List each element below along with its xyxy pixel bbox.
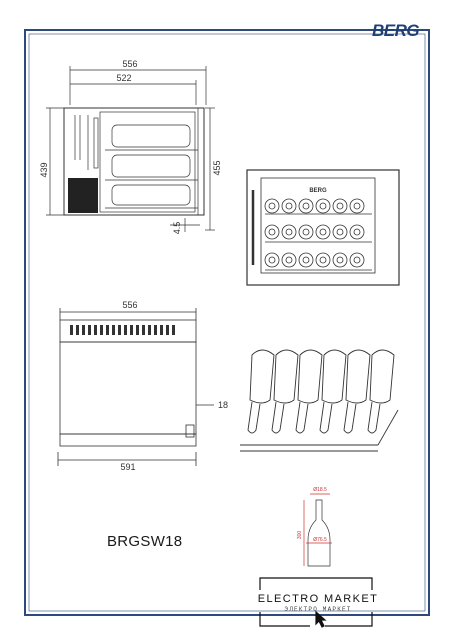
electro-market-frame — [259, 577, 373, 628]
bottle-dim-bottom: Ø76.5 — [313, 537, 327, 543]
front-bottle-neck — [268, 228, 276, 236]
shelf-rail — [240, 409, 399, 452]
shelf-bottle-body — [297, 349, 323, 404]
electro-market-subtitle: ЭЛЕКТРО МАРКЕТ — [284, 606, 352, 613]
vent-slot — [94, 325, 97, 335]
front-bottle-neck — [285, 202, 293, 210]
front-bottle-neck — [353, 228, 361, 236]
vent-slot — [100, 325, 103, 335]
front-door-logo: BERG — [309, 188, 327, 194]
front-bottle-neck — [285, 228, 293, 236]
shelf-bottle-body — [345, 349, 371, 404]
side-dim-outer-width: 556 — [122, 59, 137, 69]
shelf-bottle-neck — [343, 401, 357, 434]
vent-slot — [136, 325, 139, 335]
compressor-block — [68, 178, 98, 213]
berg-logo: BERG — [372, 21, 420, 40]
bottle-diagram — [303, 493, 332, 567]
side-dim-depth: 455 — [212, 160, 222, 175]
shelf-bottle-neck — [295, 401, 309, 434]
top-view-drawing — [57, 308, 214, 466]
front-bottle-neck — [319, 202, 327, 210]
front-bottle-neck — [336, 228, 344, 236]
front-bottle-neck — [319, 228, 327, 236]
vent-slot — [82, 325, 85, 335]
front-bottle-neck — [268, 202, 276, 210]
vent-slot — [148, 325, 151, 335]
vent-slot — [70, 325, 73, 335]
model-number: BRGSW18 — [107, 533, 183, 550]
shelf-bottle-neck — [367, 401, 381, 434]
top-dim-depth: 591 — [120, 462, 135, 472]
side-dim-height: 439 — [39, 162, 49, 177]
vent-slot — [118, 325, 121, 335]
vent-slot — [160, 325, 163, 335]
vent-slot — [154, 325, 157, 335]
shelf-bottle-body — [321, 349, 347, 404]
shelf-bottle-body — [249, 349, 275, 404]
shelf-bottle-body — [369, 349, 395, 404]
shelf-bottle-neck — [247, 401, 261, 434]
vent-slot — [166, 325, 169, 335]
front-bottle-neck — [336, 256, 344, 264]
front-bottle-grid — [264, 198, 365, 268]
vent-slot — [142, 325, 145, 335]
vent-slot — [124, 325, 127, 335]
bottle-dim-top: Ø18.5 — [313, 487, 327, 493]
shelf-detail-drawing — [247, 349, 395, 434]
vent-slot — [88, 325, 91, 335]
top-dim-width: 556 — [122, 300, 137, 310]
front-bottle-neck — [285, 256, 293, 264]
front-bottle-neck — [353, 256, 361, 264]
electro-market-title: ELECTRO MARKET — [248, 593, 388, 605]
vent-slot — [76, 325, 79, 335]
front-bottle-neck — [268, 256, 276, 264]
shelf-bottle-body — [273, 349, 299, 404]
side-view-drawing — [46, 66, 215, 232]
bottle-dim-height: 300 — [297, 531, 303, 540]
front-bottle-neck — [319, 256, 327, 264]
front-bottle-neck — [302, 202, 310, 210]
vent-slot — [172, 325, 175, 335]
vent-slot — [106, 325, 109, 335]
shelf-bottle-neck — [319, 401, 333, 434]
front-bottle-neck — [353, 202, 361, 210]
front-bottle-neck — [336, 202, 344, 210]
side-dim-gap: 4.5 — [172, 222, 182, 235]
top-dim-side: 18 — [218, 400, 228, 410]
top-vent-slots — [70, 325, 175, 335]
vent-slot — [130, 325, 133, 335]
front-bottle-neck — [302, 256, 310, 264]
front-view-drawing — [246, 169, 400, 286]
front-bottle-neck — [302, 228, 310, 236]
page-frame — [24, 29, 430, 616]
vent-slot — [112, 325, 115, 335]
shelf-bottle-neck — [271, 401, 285, 434]
side-dim-inner-width: 522 — [116, 73, 131, 83]
